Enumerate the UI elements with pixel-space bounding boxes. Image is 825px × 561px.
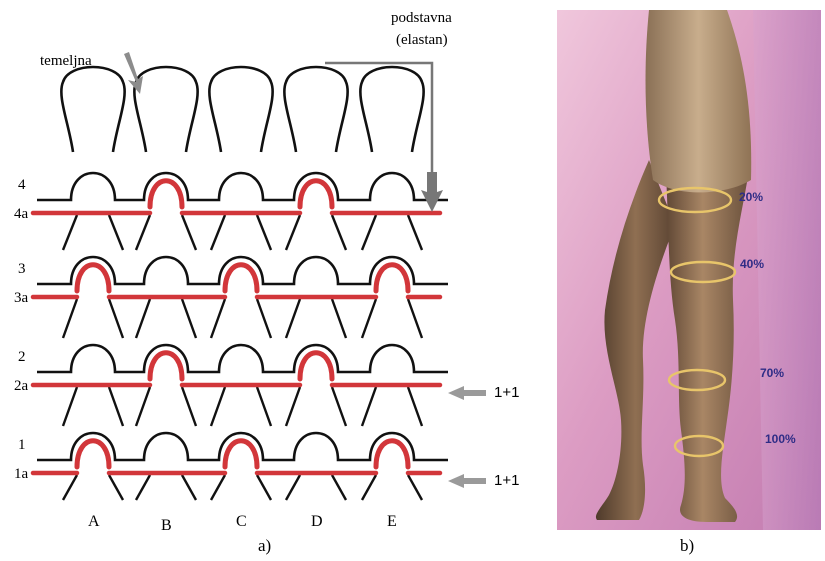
compression-value: 20% <box>739 190 763 204</box>
podstavna-arrow <box>421 172 443 212</box>
knit-structure-diagram: temeljna podstavna (elastan) 1+1 1+1 4 4a… <box>0 0 540 561</box>
rib-label-1a: 1+1 <box>494 472 519 489</box>
top-loop <box>360 67 423 152</box>
loop-leg <box>408 475 422 500</box>
loop-leg <box>63 299 77 338</box>
loop-leg <box>257 299 271 338</box>
loop-leg <box>362 387 376 426</box>
loop-leg <box>408 215 422 250</box>
column-label: B <box>161 517 172 534</box>
elastane-loop <box>77 265 109 291</box>
rib-label-2a: 1+1 <box>494 384 519 401</box>
elastane-loop <box>77 441 109 467</box>
row-label-sub: 3a <box>14 290 29 306</box>
top-loop <box>209 67 272 152</box>
diagram-labels: temeljna podstavna (elastan) 1+1 1+1 4 4a… <box>14 10 519 534</box>
loop-leg <box>286 387 300 426</box>
hip-panel <box>646 10 752 192</box>
loop-leg <box>182 475 196 500</box>
loop-leg <box>408 387 422 426</box>
loop-leg <box>362 215 376 250</box>
elastane-loop <box>300 181 332 207</box>
loop-leg <box>408 299 422 338</box>
row-label: 3 <box>18 261 26 277</box>
loop-leg <box>332 387 346 426</box>
loop-leg <box>286 475 300 500</box>
loop-leg <box>286 215 300 250</box>
loop-leg <box>136 387 150 426</box>
ground-yarn-course <box>37 257 448 284</box>
loop-leg <box>211 299 225 338</box>
row-label-sub: 1a <box>14 466 29 482</box>
row-label: 4 <box>18 177 26 193</box>
loop-leg <box>211 475 225 500</box>
top-loop <box>61 67 124 152</box>
loop-leg <box>211 215 225 250</box>
row-label-sub: 2a <box>14 378 29 394</box>
loop-leg <box>109 299 123 338</box>
knit-loops <box>33 67 448 500</box>
loop-leg <box>109 215 123 250</box>
caption-a: a) <box>258 536 271 556</box>
loop-leg <box>332 475 346 500</box>
loop-leg <box>136 299 150 338</box>
elastane-loop <box>150 353 182 379</box>
ground-yarn-course <box>37 345 448 372</box>
ground-yarn-course <box>37 173 448 200</box>
rib-arrow-1a <box>448 474 486 488</box>
loop-leg <box>211 387 225 426</box>
podstavna-label: podstavna <box>391 10 452 26</box>
ground-yarn-course <box>37 433 448 460</box>
loop-leg <box>63 215 77 250</box>
loop-leg <box>63 475 77 500</box>
column-label: D <box>311 513 323 530</box>
podstavna-bracket <box>325 63 432 176</box>
compression-tights-photo: 20% 40% 70% 100% <box>557 10 821 530</box>
elastane-loop <box>225 265 257 291</box>
loop-leg <box>362 299 376 338</box>
column-label: C <box>236 513 247 530</box>
temeljna-label: temeljna <box>40 53 92 69</box>
elastane-loop <box>150 181 182 207</box>
column-label: E <box>387 513 397 530</box>
compression-value: 70% <box>760 366 784 380</box>
loop-leg <box>332 215 346 250</box>
column-label: A <box>88 513 100 530</box>
elastane-loop <box>376 441 408 467</box>
loop-leg <box>286 299 300 338</box>
elastane-loop <box>300 353 332 379</box>
loop-leg <box>182 215 196 250</box>
elastane-loop <box>376 265 408 291</box>
loop-leg <box>136 215 150 250</box>
top-loop <box>284 67 347 152</box>
loop-leg <box>63 387 77 426</box>
loop-leg <box>109 387 123 426</box>
loop-leg <box>257 475 271 500</box>
loop-leg <box>257 215 271 250</box>
loop-leg <box>362 475 376 500</box>
loop-leg <box>136 475 150 500</box>
row-label-sub: 4a <box>14 206 29 222</box>
row-label: 2 <box>18 349 26 365</box>
rib-arrow-2a <box>448 386 486 400</box>
loop-leg <box>257 387 271 426</box>
compression-value: 100% <box>765 432 796 446</box>
loop-leg <box>332 299 346 338</box>
loop-leg <box>182 387 196 426</box>
loop-leg <box>182 299 196 338</box>
loop-leg <box>109 475 123 500</box>
caption-b: b) <box>680 536 694 556</box>
elastane-loop <box>225 441 257 467</box>
compression-value: 40% <box>740 257 764 271</box>
elastan-label: (elastan) <box>396 32 448 48</box>
row-label: 1 <box>18 437 26 453</box>
top-loop <box>134 67 197 152</box>
